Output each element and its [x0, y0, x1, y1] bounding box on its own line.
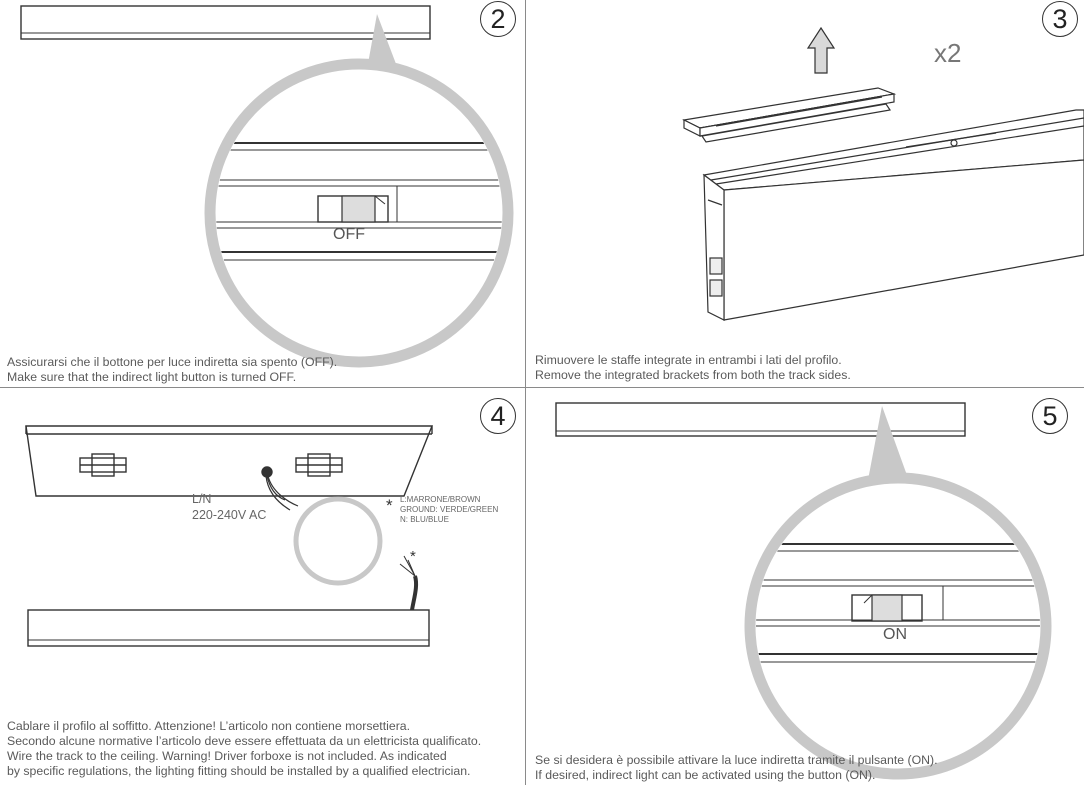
- step-3-number: 3: [1042, 1, 1078, 37]
- step-2-panel: 2 OFF Assicurarsi che il bottone per luc…: [0, 0, 525, 387]
- wire-legend-item: L:MARRONE/BROWN: [400, 495, 481, 504]
- step-5-number: 5: [1032, 398, 1068, 434]
- wire-legend-item: GROUND: VERDE/GREEN: [400, 505, 499, 514]
- caption-line: Assicurarsi che il bottone per luce indi…: [7, 355, 338, 369]
- vertical-divider: [525, 0, 526, 785]
- caption-line: Make sure that the indirect light button…: [7, 370, 297, 384]
- multiplier-label: x2: [934, 38, 962, 68]
- step-5-caption: Se si desidera è possibile attivare la l…: [535, 753, 938, 783]
- step-3-caption: Rimuovere le staffe integrate in entramb…: [535, 353, 851, 383]
- step-2-number: 2: [480, 1, 516, 37]
- step-5-illustration: [555, 402, 1052, 780]
- step-5-panel: 5 ON Se si desidera è possibile attivare…: [526, 388, 1084, 785]
- caption-line: by specific regulations, the lighting fi…: [7, 764, 471, 778]
- step-2-caption: Assicurarsi che il bottone per luce indi…: [7, 355, 337, 385]
- caption-line: Se si desidera è possibile attivare la l…: [535, 753, 938, 767]
- up-arrow-icon: [806, 26, 836, 74]
- asterisk-marker: *: [410, 548, 416, 565]
- step-4-number: 4: [480, 398, 516, 434]
- step-4-panel: 4 L/N 220-240V AC * * L:MARRONE/BROWN GR…: [0, 388, 525, 785]
- wire-legend: L:MARRONE/BROWN GROUND: VERDE/GREEN N: B…: [400, 495, 498, 525]
- asterisk-marker: *: [386, 496, 393, 515]
- step-3-panel: 3 x2 Rimuovere le staffe integrate in en…: [526, 0, 1084, 387]
- caption-line: Remove the integrated brackets from both…: [535, 368, 851, 382]
- caption-line: Cablare il profilo al soffitto. Attenzio…: [7, 719, 411, 733]
- switch-off-label: OFF: [333, 226, 365, 243]
- caption-line: Rimuovere le staffe integrate in entramb…: [535, 353, 842, 367]
- step-4-illustration: [25, 425, 434, 647]
- step-4-caption: Cablare il profilo al soffitto. Attenzio…: [7, 719, 481, 779]
- switch-on-label: ON: [883, 626, 907, 643]
- voltage-label-1: L/N: [192, 492, 212, 506]
- wire-legend-item: N: BLU/BLUE: [400, 515, 449, 524]
- caption-line: Wire the track to the ceiling. Warning! …: [7, 749, 447, 763]
- caption-line: Secondo alcune normative l’articolo deve…: [7, 734, 482, 748]
- step-2-illustration: [20, 5, 514, 368]
- step-3-illustration: [682, 26, 1084, 321]
- caption-line: If desired, indirect light can be activa…: [535, 768, 876, 782]
- horizontal-divider: [0, 387, 1084, 388]
- voltage-label-2: 220-240V AC: [192, 508, 267, 522]
